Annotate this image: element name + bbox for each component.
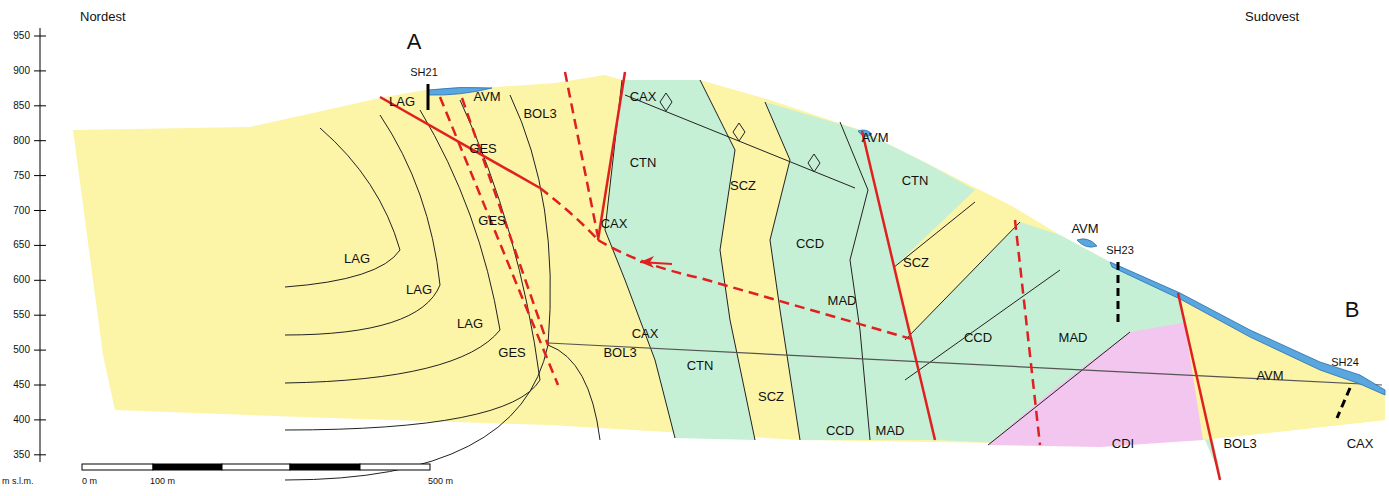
axis-tick [34, 70, 46, 71]
borehole [1337, 388, 1350, 418]
unit-label: SCZ [903, 256, 929, 269]
axis-tick [34, 210, 46, 211]
elevation-value: 950 [13, 31, 30, 41]
axis-unit: m s.l.m. [2, 477, 34, 486]
unit-label: AVM [1256, 369, 1283, 382]
section-end: A [407, 31, 422, 53]
unit-label: CTN [630, 156, 657, 169]
scale-value: 0 m [82, 477, 97, 486]
elevation-value: 500 [13, 345, 30, 355]
unit-label: SCZ [730, 179, 756, 192]
unit-label: BOL3 [523, 107, 556, 120]
axis-tick [34, 350, 46, 351]
borehole-label: SH24 [1331, 357, 1359, 368]
unit-label: CAX [632, 327, 659, 340]
unit-label: LAG [389, 95, 415, 108]
borehole [1117, 262, 1120, 322]
axis-tick [34, 315, 46, 316]
elevation-axis [34, 28, 46, 462]
elevation-value: 800 [13, 136, 30, 146]
axis-tick [34, 419, 46, 420]
axis-tick [34, 105, 46, 106]
unit-label: CAX [630, 90, 657, 103]
scale-value: 500 m [428, 477, 453, 486]
unit-label: AVM [1071, 222, 1098, 235]
unit-label: LAG [344, 252, 370, 265]
green-band [905, 222, 1222, 480]
elevation-value: 900 [13, 66, 30, 76]
scale-value: 100 m [150, 477, 175, 486]
unit-label: BOL3 [1223, 437, 1256, 450]
elevation-value: 850 [13, 101, 30, 111]
slip-arrow [640, 262, 672, 264]
elevation-value: 650 [13, 240, 30, 250]
unit-label: MAD [828, 294, 857, 307]
unit-label: LAG [457, 317, 483, 330]
elevation-value: 350 [13, 450, 30, 460]
unit-label: CTN [902, 174, 929, 187]
unit-label: SCZ [758, 390, 784, 403]
green-band [765, 102, 935, 440]
orientation-label: Nordest [80, 10, 126, 23]
unit-label: GES [478, 214, 505, 227]
unit-label: CDI [1112, 437, 1134, 450]
axis-tick [34, 245, 46, 246]
unit-label: CAX [1347, 437, 1374, 450]
axis-tick [34, 454, 46, 455]
cdi-unit [988, 322, 1203, 447]
elevation-value: 700 [13, 206, 30, 216]
unit-label: GES [469, 142, 496, 155]
unit-label: CAX [601, 217, 628, 230]
unit-label: AVM [861, 131, 888, 144]
unit-label: CCD [826, 424, 854, 437]
borehole-label: SH23 [1106, 245, 1134, 256]
elevation-value: 750 [13, 171, 30, 181]
contact-lines [285, 80, 1130, 480]
elevation-value: 450 [13, 380, 30, 390]
axis-tick [34, 280, 46, 281]
axis-tick [34, 140, 46, 141]
unit-label: AVM [473, 90, 500, 103]
unit-label: MAD [1059, 331, 1088, 344]
elevation-value: 400 [13, 415, 30, 425]
unit-label: CCD [796, 237, 824, 250]
axis-tick [34, 385, 46, 386]
section-end: B [1345, 299, 1360, 321]
unit-label: CTN [687, 359, 714, 372]
unit-label: GES [498, 346, 525, 359]
unit-label: CCD [964, 331, 992, 344]
faults [380, 72, 1220, 480]
unit-label: BOL3 [603, 346, 636, 359]
unit-label: LAG [406, 283, 432, 296]
green-band [605, 80, 755, 440]
unit-label: MAD [876, 424, 905, 437]
elevation-value: 600 [13, 275, 30, 285]
elevation-value: 550 [13, 310, 30, 320]
axis-tick [34, 36, 46, 37]
axis-tick [34, 175, 46, 176]
scale-bar [82, 464, 430, 470]
borehole [427, 84, 430, 110]
inferred-faults [440, 72, 1040, 445]
orientation-label: Sudovest [1245, 10, 1299, 23]
borehole-label: SH21 [410, 67, 438, 78]
section-trace [548, 343, 1382, 385]
avm-deposits [428, 87, 1385, 395]
